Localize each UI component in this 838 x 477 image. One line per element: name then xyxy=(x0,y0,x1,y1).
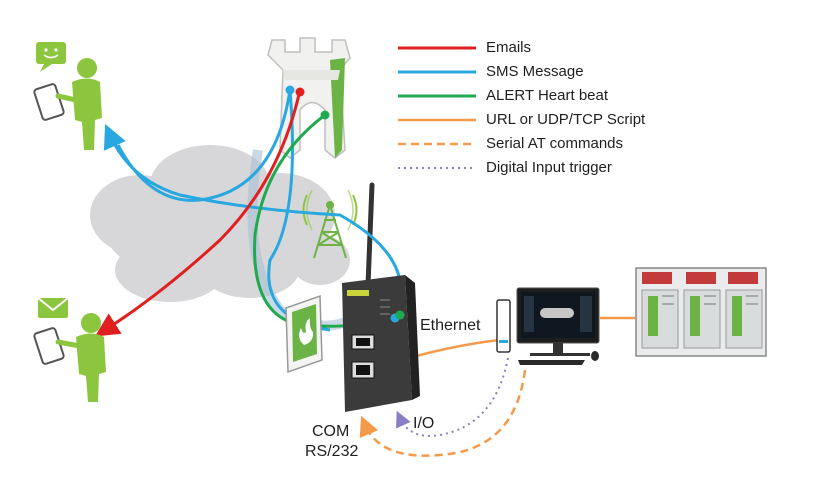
router-device-icon xyxy=(342,275,420,412)
legend-label-url: URL or UDP/TCP Script xyxy=(486,111,646,128)
firewall-icon xyxy=(285,294,323,374)
legend-label-sms: SMS Message xyxy=(486,63,584,80)
internet-cloud xyxy=(90,145,350,302)
person-email-icon xyxy=(33,297,106,402)
computer-icon xyxy=(496,287,600,365)
com-label: COM xyxy=(312,423,350,440)
rs232-label: RS/232 xyxy=(305,443,359,460)
io-label: I/O xyxy=(413,415,435,432)
ethernet-label: Ethernet xyxy=(420,317,481,334)
router-heartbeat-dot xyxy=(395,310,405,320)
email-endpoint-dot xyxy=(295,87,305,97)
person-sms-icon xyxy=(33,42,102,150)
legend-label-emails: Emails xyxy=(486,39,532,56)
castle-icon xyxy=(267,37,351,159)
legend-label-heartbeat: ALERT Heart beat xyxy=(486,87,609,104)
sms-endpoint-dot xyxy=(285,85,295,95)
legend-label-digital: Digital Input trigger xyxy=(486,159,612,176)
legend-label-serial: Serial AT commands xyxy=(486,135,623,152)
plc-rack-icon xyxy=(635,267,767,357)
heartbeat-endpoint-dot xyxy=(320,110,330,120)
legend-swatches xyxy=(398,46,476,169)
